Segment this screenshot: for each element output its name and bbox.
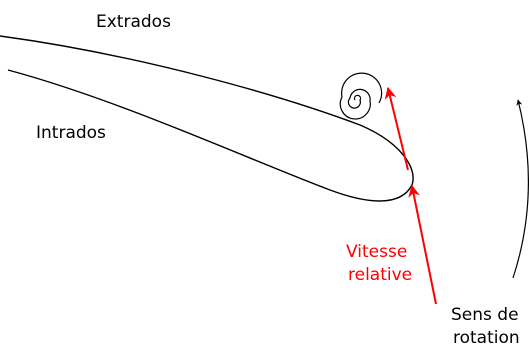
- vitesse-label-line1: Vitesse: [346, 242, 407, 262]
- rotation-label-line2: rotation: [453, 328, 520, 348]
- intrados-label: Intrados: [36, 123, 106, 143]
- extrados-curve: [0, 35, 414, 186]
- intrados-curve: [7, 69, 413, 202]
- spiral-icon: [339, 72, 383, 120]
- velocity-arrow-upper: [384, 86, 409, 171]
- extrados-label: Extrados: [96, 12, 171, 32]
- rotation-arrow: [512, 99, 529, 279]
- velocity-arrow-lower: [408, 184, 437, 305]
- vitesse-label-line2: relative: [348, 265, 412, 285]
- rotation-label-line1: Sens de: [451, 305, 519, 325]
